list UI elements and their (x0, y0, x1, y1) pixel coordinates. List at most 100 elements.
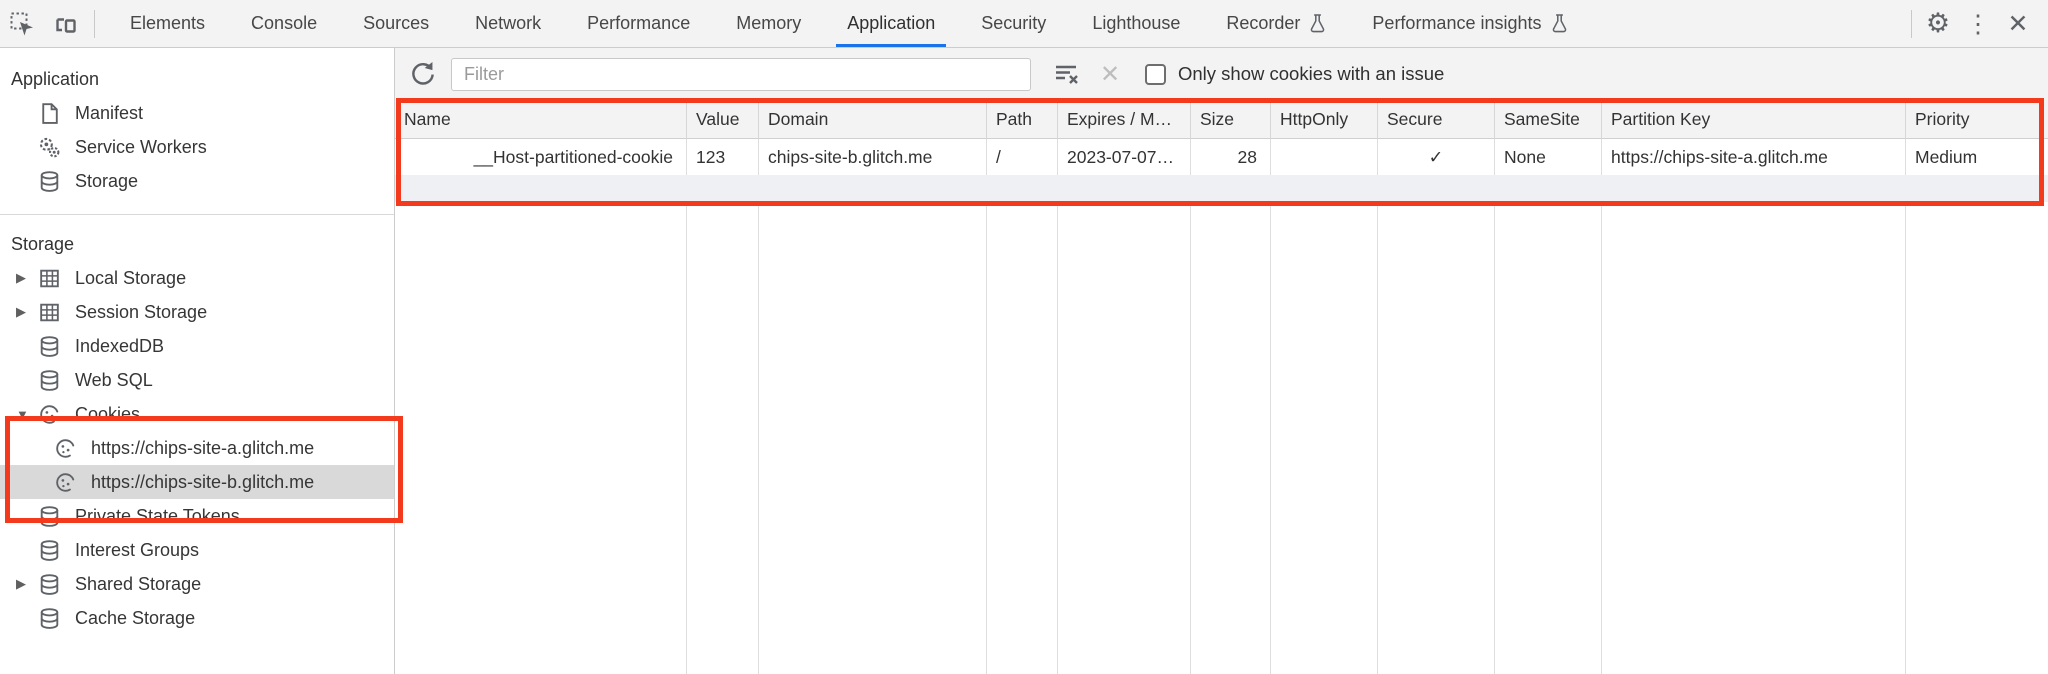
tab-label: Application (847, 13, 936, 33)
sidebar-item-shared-storage[interactable]: ▶ Shared Storage (0, 567, 394, 601)
tab-list: Elements Console Sources Network Perform… (107, 0, 1591, 47)
filter-input[interactable] (451, 57, 1031, 91)
table-filler-column (395, 202, 687, 674)
clear-filter-icon[interactable] (1051, 58, 1083, 90)
tab-label: Security (981, 13, 1047, 33)
chevron-expanded-icon[interactable]: ▼ (16, 406, 29, 422)
sidebar-item-label: Interest Groups (75, 539, 200, 560)
empty-stripe-row (395, 175, 2048, 202)
cookie-cell-httponly[interactable] (1271, 139, 1378, 175)
column-header-secure[interactable]: Secure (1378, 100, 1495, 139)
tab-label: Network (475, 13, 542, 33)
sidebar-item-session-storage[interactable]: ▶ Session Storage (0, 295, 394, 329)
sidebar-item-cookies-chips-site-b[interactable]: https://chips-site-b.glitch.me (0, 465, 394, 499)
issue-filter-checkbox[interactable] (1145, 63, 1166, 85)
sidebar-item-cookies[interactable]: ▼ Cookies (0, 397, 394, 431)
cookie-cell-expires[interactable]: 2023-07-07… (1058, 139, 1191, 175)
column-header-partition-key[interactable]: Partition Key (1602, 100, 1906, 139)
database-icon (40, 369, 59, 391)
sidebar-item-label: Web SQL (75, 369, 153, 390)
sidebar-item-cookies-chips-site-a[interactable]: https://chips-site-a.glitch.me (0, 431, 394, 465)
sidebar-item-manifest[interactable]: Manifest (0, 96, 394, 130)
tab-application[interactable]: Application (824, 0, 958, 47)
column-header-name[interactable]: Name (395, 100, 687, 139)
overflow-menu-icon[interactable]: ⋮ (1965, 9, 1991, 38)
column-header-priority[interactable]: Priority (1906, 100, 2048, 139)
cookie-cell-domain[interactable]: chips-site-b.glitch.me (759, 139, 987, 175)
tab-sources[interactable]: Sources (340, 0, 452, 47)
sidebar-divider (0, 214, 394, 215)
inspect-element-icon[interactable] (0, 0, 44, 47)
table-filler-column (1058, 202, 1191, 674)
column-header-samesite[interactable]: SameSite (1495, 100, 1602, 139)
tab-memory[interactable]: Memory (713, 0, 824, 47)
tab-security[interactable]: Security (958, 0, 1069, 47)
sidebar-item-cache-storage[interactable]: Cache Storage (0, 601, 394, 635)
sidebar-item-label: Session Storage (75, 301, 208, 322)
column-header-path[interactable]: Path (987, 100, 1058, 139)
refresh-icon[interactable] (407, 58, 439, 90)
issue-filter-label[interactable]: Only show cookies with an issue (1178, 63, 1445, 84)
sidebar-item-service-workers[interactable]: Service Workers (0, 130, 394, 164)
sidebar-item-label: Shared Storage (75, 573, 202, 594)
close-devtools-icon[interactable]: ✕ (2007, 9, 2029, 38)
cookies-panel: ✕ Only show cookies with an issue Name V… (395, 48, 2048, 674)
table-icon (40, 269, 59, 287)
tab-lighthouse[interactable]: Lighthouse (1069, 0, 1203, 47)
tab-performance-insights[interactable]: Performance insights (1349, 0, 1590, 47)
sidebar-item-storage[interactable]: Storage (0, 164, 394, 198)
cookie-icon (40, 404, 59, 424)
cookie-cell-partition-key[interactable]: https://chips-site-a.glitch.me (1602, 139, 1906, 175)
column-header-domain[interactable]: Domain (759, 100, 987, 139)
database-icon (40, 607, 59, 629)
sidebar-item-indexeddb[interactable]: IndexedDB (0, 329, 394, 363)
tab-label: Recorder (1226, 13, 1301, 33)
table-filler-column (1191, 202, 1271, 674)
cookie-cell-size[interactable]: 28 (1191, 139, 1271, 175)
cookie-cell-secure-checkmark[interactable]: ✓ (1378, 139, 1495, 175)
column-header-httponly[interactable]: HttpOnly (1271, 100, 1378, 139)
cookie-cell-name[interactable]: __Host-partitioned-cookie (395, 139, 687, 175)
sidebar-item-label: Service Workers (75, 136, 207, 157)
table-filler-column (1271, 202, 1378, 674)
device-toolbar-icon[interactable] (44, 0, 88, 47)
manifest-file-icon (42, 102, 58, 124)
experiment-flask-icon (1552, 14, 1566, 33)
cookie-cell-samesite[interactable]: None (1495, 139, 1602, 175)
tab-label: Elements (130, 13, 206, 33)
table-icon (40, 303, 59, 321)
sidebar-section-application: Application (11, 69, 100, 89)
tab-elements[interactable]: Elements (107, 0, 228, 47)
cookies-toolbar: ✕ Only show cookies with an issue (395, 48, 2048, 100)
cookie-icon (56, 472, 75, 492)
experiment-flask-icon (1311, 14, 1325, 33)
chevron-collapsed-icon[interactable]: ▶ (16, 576, 26, 591)
column-header-size[interactable]: Size (1191, 100, 1271, 139)
sidebar-item-private-state-tokens[interactable]: Private State Tokens (0, 499, 394, 533)
chevron-collapsed-icon[interactable]: ▶ (16, 270, 26, 285)
cookie-cell-path[interactable]: / (987, 139, 1058, 175)
column-header-value[interactable]: Value (687, 100, 759, 139)
tabbar-controls: ⚙ ⋮ ✕ (1905, 4, 2048, 44)
database-icon (40, 335, 59, 357)
cookie-cell-priority[interactable]: Medium (1906, 139, 2048, 175)
cookie-cell-value[interactable]: 123 (687, 139, 759, 175)
tabbar-separator (94, 9, 95, 38)
tab-performance[interactable]: Performance (564, 0, 713, 47)
tab-network[interactable]: Network (452, 0, 564, 47)
tab-recorder[interactable]: Recorder (1203, 0, 1349, 47)
tab-label: Console (251, 13, 318, 33)
sidebar-item-label: IndexedDB (75, 335, 165, 356)
settings-gear-icon[interactable]: ⚙ (1925, 8, 1951, 38)
tab-console[interactable]: Console (228, 0, 340, 47)
sidebar-item-label: https://chips-site-b.glitch.me (91, 471, 315, 492)
sidebar-item-interest-groups[interactable]: Interest Groups (0, 533, 394, 567)
tab-label: Sources (363, 13, 430, 33)
sidebar-item-web-sql[interactable]: Web SQL (0, 363, 394, 397)
active-tab-underline (836, 44, 947, 47)
sidebar-section-storage: Storage (11, 234, 75, 254)
sidebar-item-local-storage[interactable]: ▶ Local Storage (0, 261, 394, 295)
application-sidebar: Application Manifest Service Workers (0, 48, 395, 674)
chevron-collapsed-icon[interactable]: ▶ (16, 304, 26, 319)
column-header-expires[interactable]: Expires / M… (1058, 100, 1191, 139)
